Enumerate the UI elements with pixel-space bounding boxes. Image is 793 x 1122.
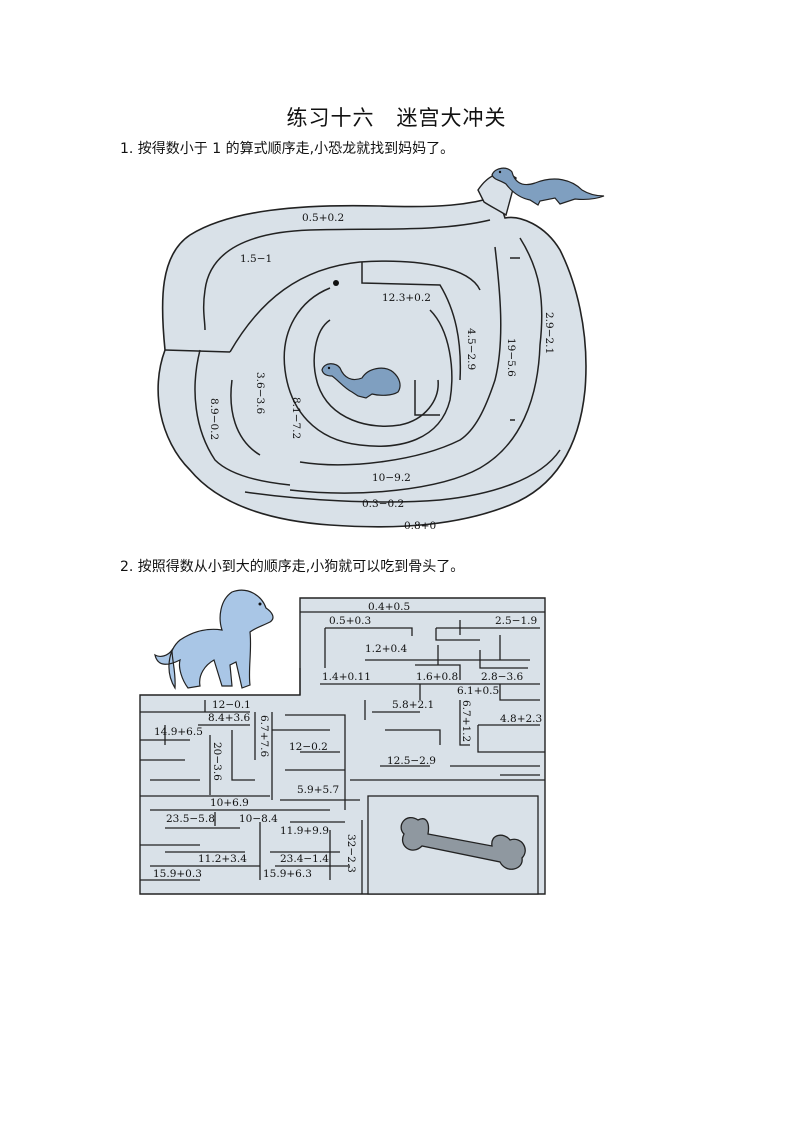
maze1-label: 3.6−3.6 <box>254 372 266 415</box>
maze2-label: 11.2+3.4 <box>198 853 247 865</box>
maze2-label: 6.7+1.2 <box>460 700 472 742</box>
maze2-label: 15.9+0.3 <box>153 868 202 880</box>
question-2: 2. 按照得数从小到大的顺序走,小狗就可以吃到骨头了。 <box>120 559 465 575</box>
maze2-label: 1.2+0.4 <box>365 643 408 655</box>
maze2-label: 8.4+3.6 <box>208 712 251 724</box>
maze2-label: 5.9+5.7 <box>297 784 339 796</box>
maze2-label: 10+6.9 <box>210 797 249 809</box>
mother-dinosaur-icon <box>491 167 605 206</box>
maze1-label: 0.3−0.2 <box>362 498 404 510</box>
maze2-label: 5.8+2.1 <box>392 699 434 711</box>
question-1: 1. 按得数小于 1 的算式顺序走,小恐龙就找到妈妈了。 <box>120 141 455 157</box>
maze-start-dot <box>333 280 339 286</box>
maze2-label: 1.4+0.11 <box>322 671 371 683</box>
maze1-label: 19−5.6 <box>505 338 517 377</box>
maze2-label: 0.4+0.5 <box>368 601 410 613</box>
maze1-label: 12.3+0.2 <box>382 292 431 304</box>
maze2-label: 12.5−2.9 <box>387 755 436 767</box>
maze2-label: 32−2.3 <box>345 834 357 873</box>
maze2-label: 11.9+9.9 <box>280 825 329 837</box>
maze2-label: 23.4−1.4 <box>280 853 329 865</box>
maze2-label: 12−0.2 <box>289 741 328 753</box>
maze1-label: 10−9.2 <box>372 472 411 484</box>
maze1-label: 2.9−2.1 <box>543 312 555 354</box>
maze1-label: 0.5+0.2 <box>302 212 344 224</box>
maze1-label: 8.1−7.2 <box>290 397 302 439</box>
maze2-label: 6.1+0.5 <box>457 685 499 697</box>
maze2-label: 2.8−3.6 <box>481 671 524 683</box>
maze2-label: 12−0.1 <box>212 699 251 711</box>
page-title: 练习十六 迷宫大冲关 <box>286 106 507 130</box>
dog-icon <box>154 589 274 690</box>
maze-walls <box>164 219 561 503</box>
maze2-label: 20−3.6 <box>211 742 223 781</box>
maze2-label: 0.5+0.3 <box>329 615 371 627</box>
baby-dinosaur-icon <box>321 363 401 399</box>
maze2-label: 10−8.4 <box>239 813 278 825</box>
maze2-label: 23.5−5.8 <box>166 813 215 825</box>
maze2-label: 6.7+7.6 <box>258 715 270 758</box>
maze1-label: 0.8+0 <box>404 520 436 532</box>
bone-icon <box>400 817 526 870</box>
maze2-label: 15.9+6.3 <box>263 868 312 880</box>
maze1-label: 1.5−1 <box>240 253 272 265</box>
maze1-label: 4.5−2.9 <box>465 328 477 370</box>
maze1-label: 8.9−0.2 <box>208 398 220 440</box>
maze2-label: 4.8+2.3 <box>500 713 542 725</box>
maze-walls <box>140 611 545 894</box>
maze2-label: 1.6+0.8 <box>416 671 458 683</box>
maze2-label: 14.9+6.5 <box>154 726 203 738</box>
maze2-label: 2.5−1.9 <box>495 615 537 627</box>
